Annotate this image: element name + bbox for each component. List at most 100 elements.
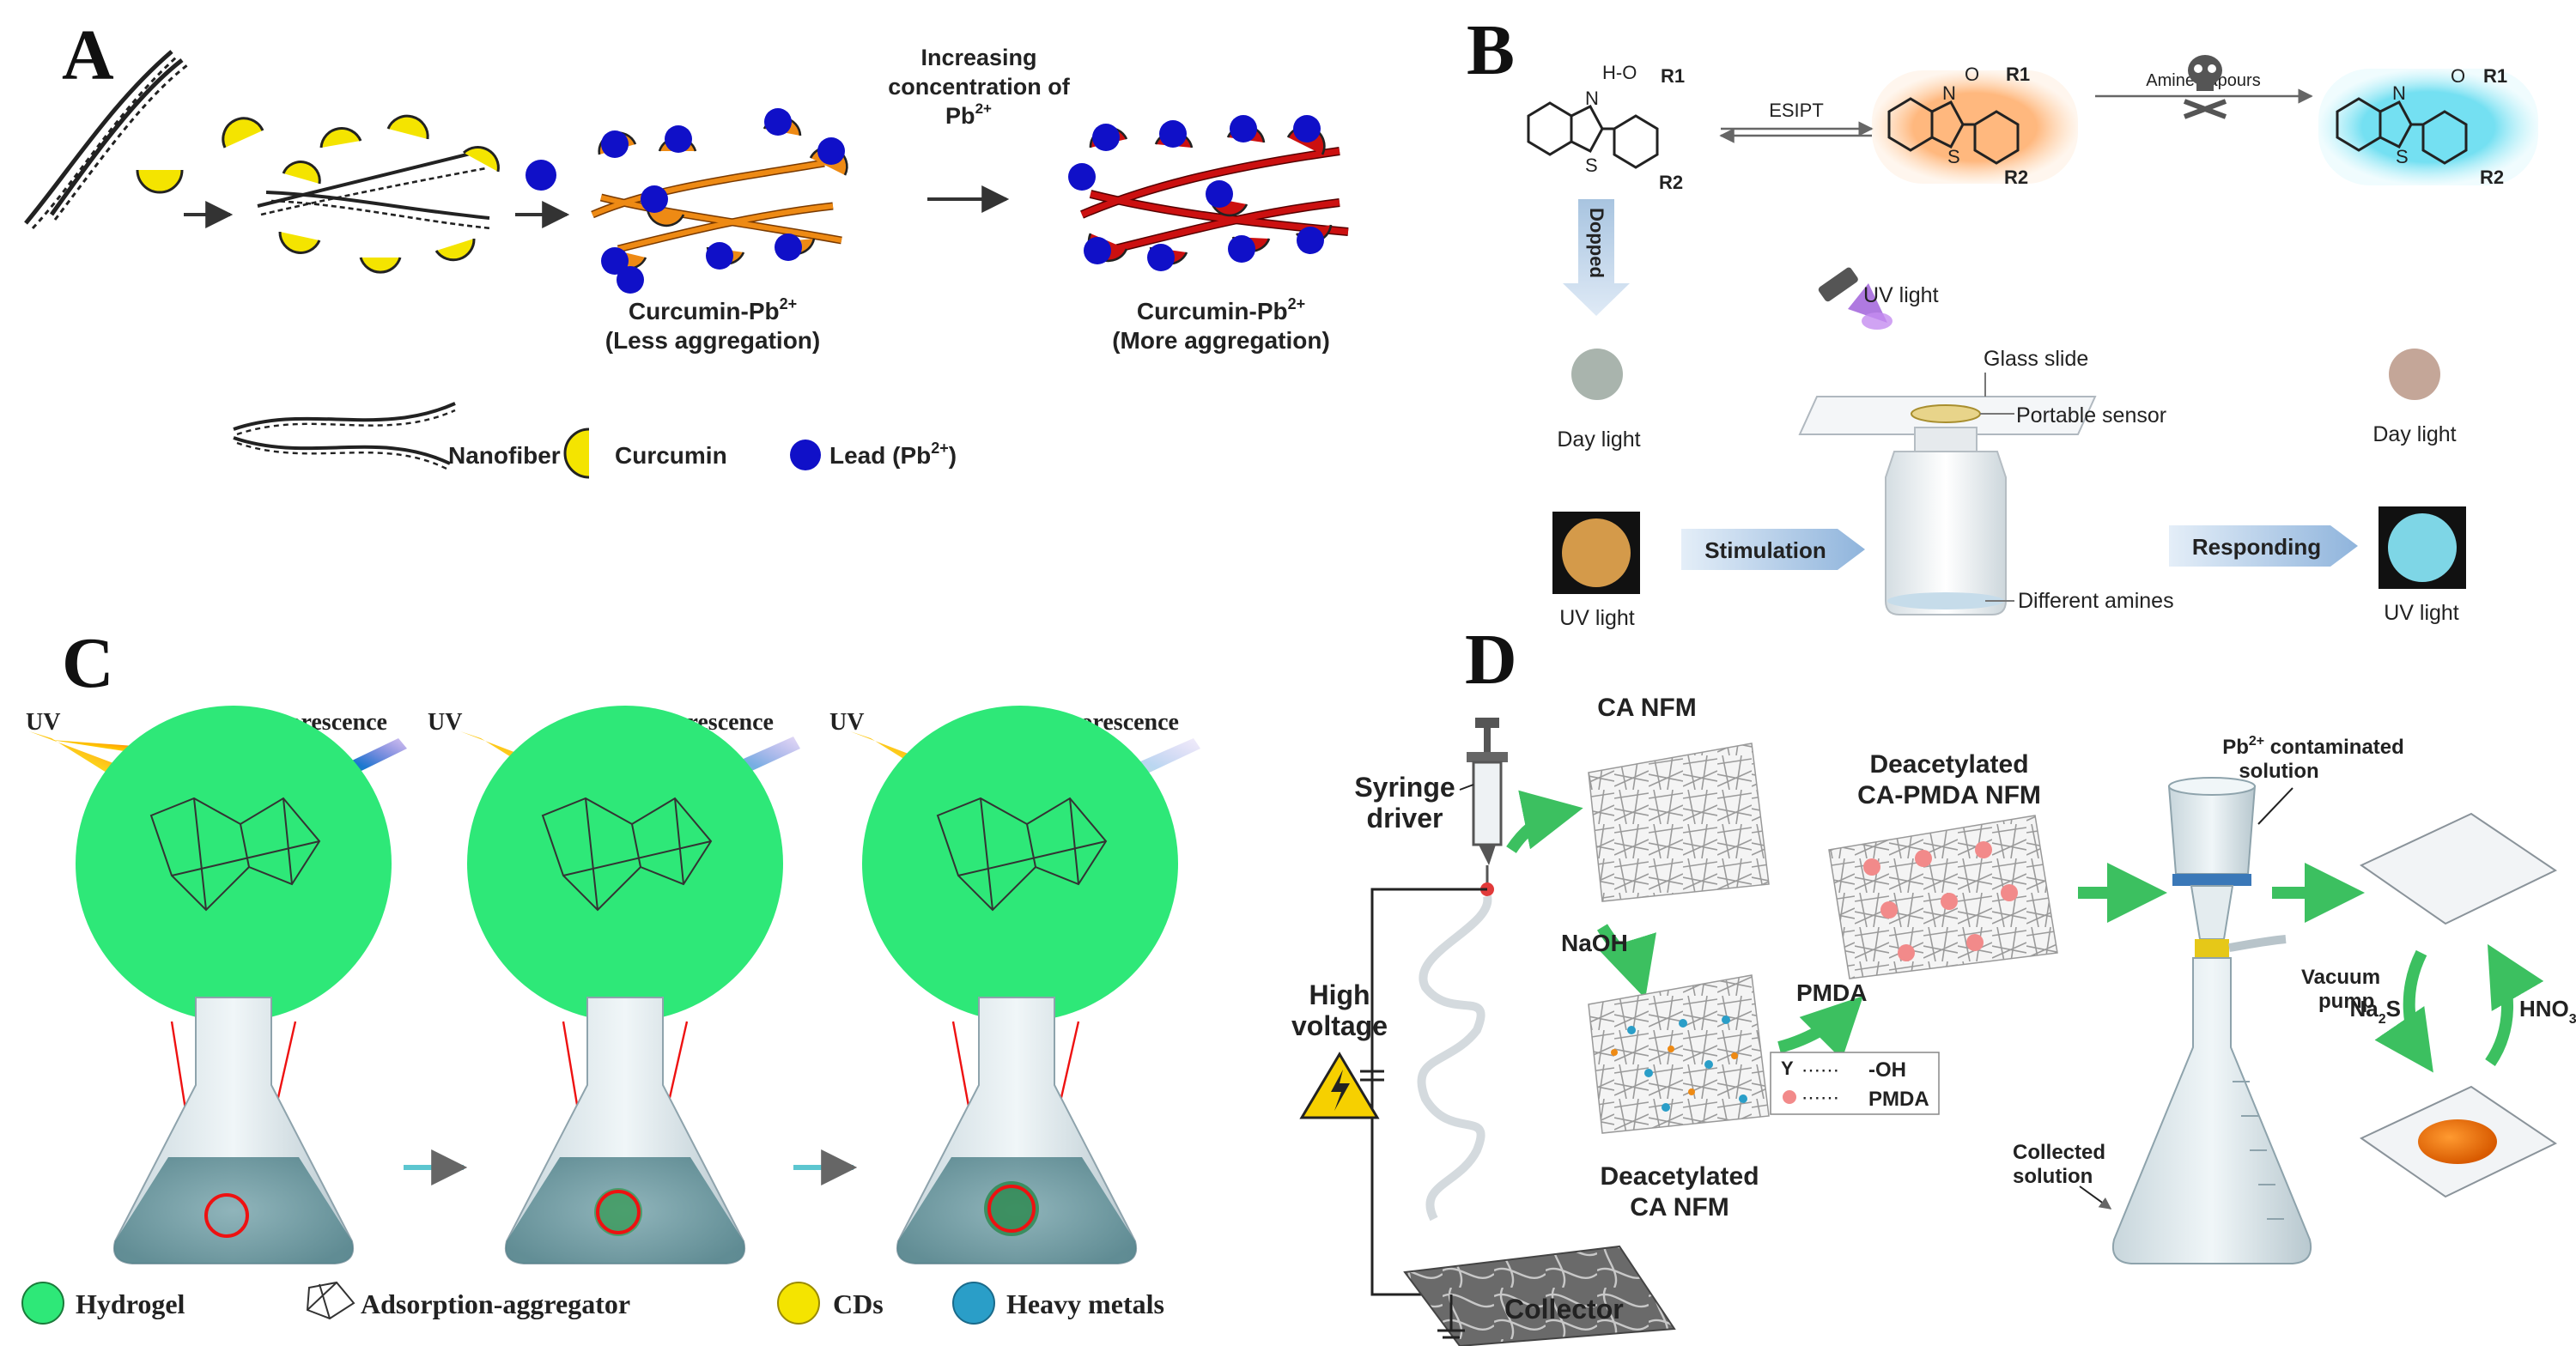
hydrogel-sphere-3 <box>862 706 1178 1022</box>
nanofiber-bundle <box>24 50 188 230</box>
deacetylated-ca-membrane <box>1588 974 1770 1134</box>
uv-label-3: UV <box>829 709 864 736</box>
uv-label-2: UV <box>428 709 462 736</box>
hydrogel-sphere-1 <box>76 706 392 1022</box>
electrospinning-jet <box>1417 894 1492 1222</box>
molecule-anion-cyan: N S O R1 R2 <box>2318 65 2538 188</box>
svg-text:R2: R2 <box>2004 167 2028 188</box>
sample-uv-right <box>2388 513 2457 582</box>
oh-legend-label: -OH <box>1868 1058 1906 1082</box>
regenerated-membrane <box>2360 812 2558 925</box>
stimulation-label: Stimulation <box>1704 537 1826 563</box>
less-aggregation-cluster <box>591 108 848 294</box>
uv-label-1: UV <box>26 709 60 736</box>
caption-more-sub: (More aggregation) <box>1112 327 1330 354</box>
ca-nfm-label: CA NFM <box>1597 694 1697 722</box>
deacetylated-pmda-label-1: Deacetylated <box>1869 750 2028 779</box>
legend-lead-icon <box>790 440 821 470</box>
uv-light-left-label: UV light <box>1559 606 1635 630</box>
day-light-left-label: Day light <box>1557 427 1640 452</box>
pmda-legend-label: PMDA <box>1868 1088 1929 1111</box>
svg-text:O: O <box>2451 65 2465 87</box>
svg-text:R2: R2 <box>2480 167 2504 188</box>
arrow-label-increasing: Increasing <box>920 45 1036 70</box>
svg-text:⋯⋯: ⋯⋯ <box>1801 1087 1839 1108</box>
high-voltage-warning-icon <box>1299 1052 1380 1119</box>
dopped-arrow: Dopped <box>1563 199 1630 316</box>
molecule-keto: N S H-O R1 R2 <box>1527 62 1685 193</box>
high-voltage-label-2: voltage <box>1291 1010 1388 1041</box>
arrow-label-concentration: concentration of <box>888 74 1071 100</box>
sample-uv-left <box>1562 518 1631 587</box>
hydrogel-unit-2: UV Fluorescence <box>428 706 800 1264</box>
panel-d-letter: D <box>1465 620 1517 700</box>
lead-ion-icon <box>526 160 556 191</box>
legend-cds-icon <box>777 1282 820 1325</box>
amine-vial <box>1885 427 2007 615</box>
svg-text:N: N <box>1942 82 1956 104</box>
na2s-label: Na2S <box>2350 996 2402 1027</box>
caption-less-sub: (Less aggregation) <box>605 327 820 354</box>
svg-text:N: N <box>2392 82 2406 104</box>
oh-legend-icon: Y <box>1781 1058 1794 1079</box>
responding-arrow <box>2169 525 2358 567</box>
reagent-legend-box <box>1770 1052 1940 1115</box>
panel-c-letter: C <box>62 623 114 703</box>
nanofiber-legend-icon <box>233 402 456 472</box>
circuit-wire <box>1370 888 1487 1296</box>
caption-more-title: Curcumin-Pb2+ <box>1137 295 1305 324</box>
panel-b-letter: B <box>1467 10 1515 90</box>
legend-hydrogel-label: Hydrogel <box>76 1288 185 1319</box>
svg-text:O: O <box>1965 64 1979 85</box>
skull-icon <box>2183 55 2227 119</box>
caption-less-title: Curcumin-Pb2+ <box>629 295 797 324</box>
svg-text:S: S <box>2396 146 2409 167</box>
arrow-label-pb: Pb2+ <box>945 100 992 129</box>
sample-daylight-right <box>2389 349 2440 400</box>
green-arrow-hno3 <box>2485 943 2544 1066</box>
legend-adsorption-icon <box>306 1281 355 1320</box>
panel-a-legend: Nanofiber Curcumin Lead (Pb2+) <box>233 402 957 479</box>
panel-c: C UV Fluorescence UV Fluorescence <box>21 623 1200 1325</box>
panel-a-letter: A <box>62 15 114 95</box>
legend-curcumin-icon <box>563 427 590 479</box>
collected-solution-label-2: solution <box>2013 1165 2093 1188</box>
deacetylated-ca-label-2: CA NFM <box>1630 1193 1729 1222</box>
high-voltage-label-1: High <box>1309 979 1370 1010</box>
day-light-right-label: Day light <box>2372 422 2456 446</box>
svg-text:H-O: H-O <box>1602 62 1637 83</box>
esipt-label: ESIPT <box>1769 100 1824 121</box>
green-arrow-na2s <box>2374 949 2433 1073</box>
collected-solution-label-1: Collected <box>2013 1141 2105 1164</box>
pmda-label: PMDA <box>1796 979 1867 1006</box>
collector-label: Collector <box>1504 1294 1624 1325</box>
uv-lamp-label: UV light <box>1863 283 1939 307</box>
svg-text:R1: R1 <box>1661 65 1685 87</box>
svg-text:S: S <box>1585 155 1598 176</box>
deacetylated-pmda-label-2: CA-PMDA NFM <box>1857 781 2041 809</box>
legend-heavy-metals-icon <box>952 1282 995 1325</box>
deacetylated-ca-label-1: Deacetylated <box>1600 1162 1759 1191</box>
syringe-label-2: driver <box>1367 803 1443 834</box>
legend-nanofiber-label: Nanofiber <box>448 442 561 469</box>
hydrogel-unit-1: UV Fluorescence <box>26 706 407 1264</box>
fiber-curcumin-cluster <box>222 114 500 274</box>
panel-a: A <box>24 15 1349 479</box>
pmda-legend-icon <box>1783 1090 1796 1104</box>
collector-plate <box>1403 1245 1676 1346</box>
vacuum-pump-label-1: Vacuum <box>2301 966 2380 989</box>
legend-curcumin-label: Curcumin <box>615 442 727 469</box>
different-amines-label: Different amines <box>2018 589 2174 613</box>
pb-solution-label-3: solution <box>2239 760 2318 783</box>
svg-text:S: S <box>1947 146 1960 167</box>
svg-text:R1: R1 <box>2006 64 2030 85</box>
green-arrow-naoh <box>1596 924 1656 999</box>
portable-sensor-disc <box>1911 404 1981 423</box>
hno3-label: HNO3 <box>2519 996 2576 1027</box>
svg-text:Dopped: Dopped <box>1586 208 1607 278</box>
hydrogel-sphere-2 <box>467 706 783 1022</box>
panel-d: D Syringe driver High voltage <box>1291 620 2576 1346</box>
hydrogel-unit-3: UV Fluorescence <box>829 706 1200 1264</box>
pb-solution-label-1: Pb2+ contaminated <box>2222 734 2404 759</box>
